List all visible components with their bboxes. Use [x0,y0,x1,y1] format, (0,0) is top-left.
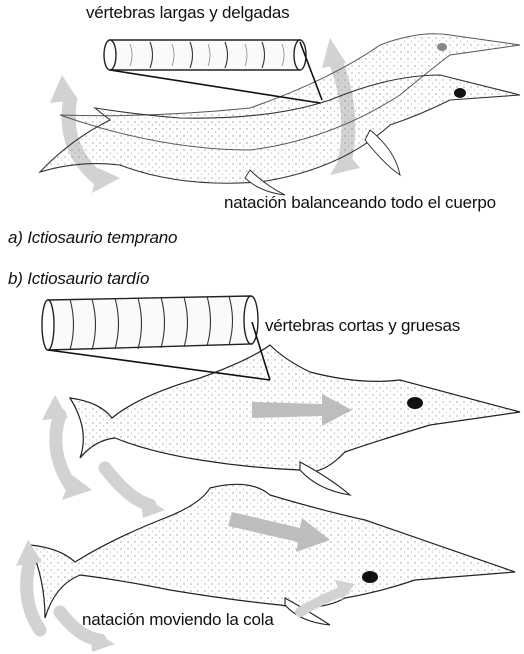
late-vertebrae-tube [42,296,258,350]
early-vertebrae-tube [104,40,306,70]
late-swimming-label: natación moviendo la cola [82,610,274,630]
early-swim-arrow-left-head [50,75,78,103]
late-body-lower [30,484,515,618]
early-ichthyosaur [40,34,520,195]
late-caption: b) Ictiosaurio tardío [8,269,149,289]
late-ichthyosaur [16,296,520,652]
early-caption: a) Ictiosaurio temprano [8,228,177,248]
early-vertebrae-label: vértebras largas y delgadas [86,3,289,23]
early-body-front [40,75,520,183]
early-swimming-label: natación balanceando todo el cuerpo [224,193,496,213]
late-vertebrae-label: vértebras cortas y gruesas [265,316,460,336]
